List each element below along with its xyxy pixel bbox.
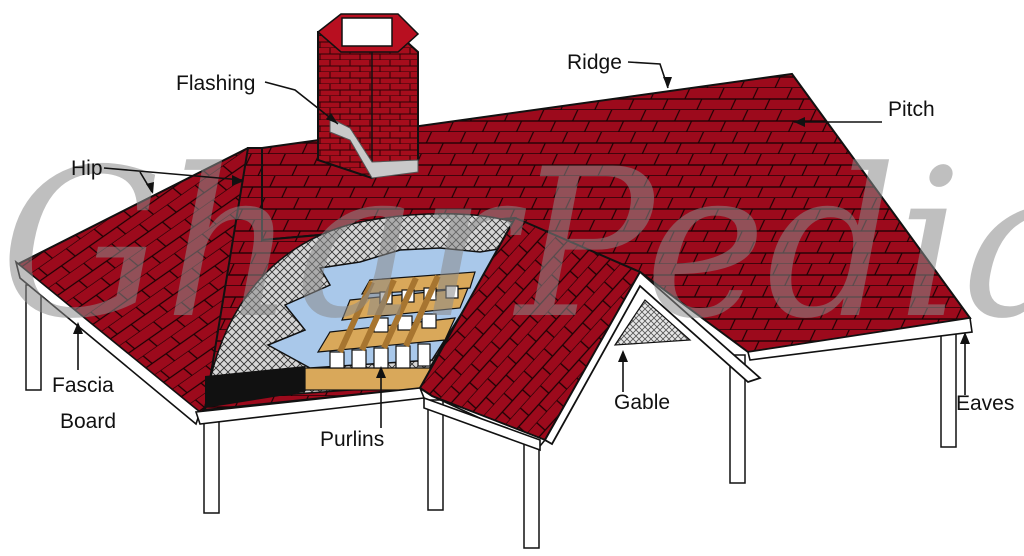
post xyxy=(203,417,220,514)
flashing-leader xyxy=(264,81,339,125)
fascia-trim xyxy=(14,259,973,452)
diagram-labels: Flashing Ridge Pitch Hip Fascia Board Pu… xyxy=(52,51,1014,451)
post xyxy=(427,399,444,511)
purlins-framing xyxy=(304,271,476,391)
gable xyxy=(543,270,762,446)
arrowhead xyxy=(326,113,338,124)
callout-arrowheads xyxy=(73,77,970,378)
label-fascia: Fascia xyxy=(52,374,114,397)
arrowhead xyxy=(663,77,672,88)
chimney xyxy=(316,13,420,180)
felt-underlayment xyxy=(205,366,305,408)
arrowhead xyxy=(146,182,154,194)
arrowhead xyxy=(960,332,970,344)
label-ridge: Ridge xyxy=(567,51,622,74)
arrowhead xyxy=(73,322,83,334)
label-pitch: Pitch xyxy=(888,98,935,121)
post xyxy=(523,439,540,549)
arrowhead xyxy=(618,350,628,362)
chimney-flashing xyxy=(329,117,419,179)
label-eaves: Eaves xyxy=(956,392,1014,415)
ridge-leader xyxy=(627,61,669,89)
arrowhead xyxy=(794,117,805,127)
watermark: GharPedia xyxy=(0,126,1024,364)
label-board: Board xyxy=(60,410,116,433)
label-purlins: Purlins xyxy=(320,428,384,451)
arrowhead xyxy=(376,366,386,378)
label-flashing: Flashing xyxy=(176,72,255,95)
support-posts xyxy=(25,284,957,549)
label-gable: Gable xyxy=(614,391,670,414)
label-hip: Hip xyxy=(71,157,103,180)
post xyxy=(729,354,746,484)
arrowhead xyxy=(232,175,244,186)
hip-leader xyxy=(103,167,243,181)
